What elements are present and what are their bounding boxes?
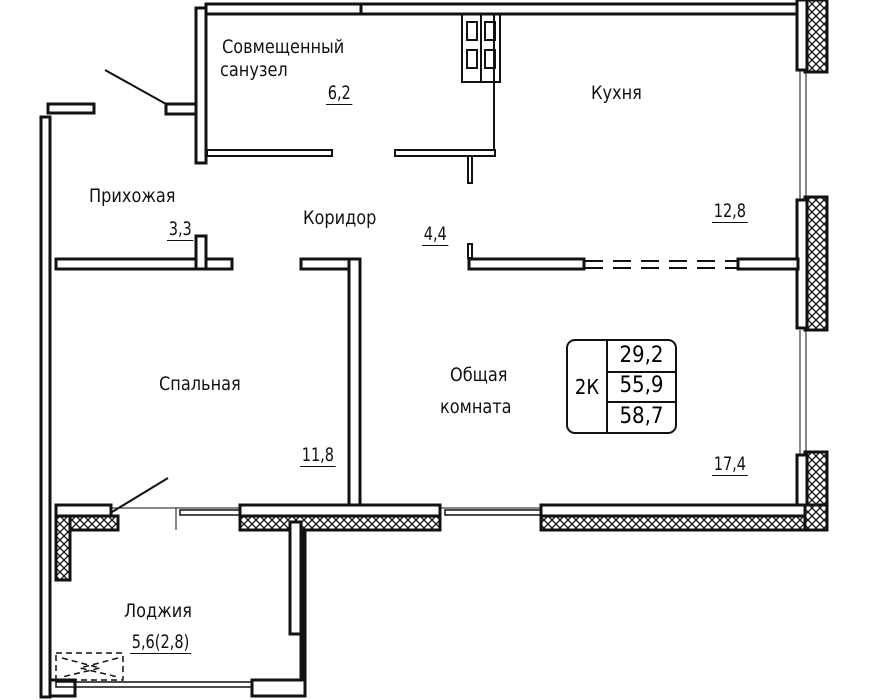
apartment-summary: 2К 29,2 55,9 58,7 (566, 339, 677, 434)
corridor-name: Коридор (303, 207, 377, 229)
bedroom-name: Спальная (159, 373, 241, 395)
kitchen-area: 12,8 (712, 200, 748, 223)
loggia-area: 5,6(2,8) (130, 631, 191, 654)
corridor-area: 4,4 (422, 223, 449, 246)
wall-bathroom (194, 6, 208, 165)
loggia-name: Лоджия (124, 600, 192, 622)
kitchen-name: Кухня (591, 82, 642, 104)
hallway-area: 3,3 (167, 218, 194, 241)
living-name-2: комната (440, 396, 512, 418)
hallway-name: Прихожая (89, 185, 176, 207)
wall-top (204, 2, 363, 16)
bathroom-name-2: санузел (220, 59, 288, 81)
bathroom-name: Совмещенный (222, 36, 345, 58)
bathroom-area: 6,2 (326, 82, 353, 105)
total-area: 55,9 (608, 371, 675, 403)
entrance-door (104, 69, 167, 105)
living-area-total: 29,2 (608, 341, 675, 373)
wall-bedroom-right (347, 257, 362, 508)
living-name: Общая (450, 364, 508, 386)
wall-left (39, 115, 52, 699)
apartment-type: 2К (568, 341, 608, 432)
bedroom-area: 11,8 (300, 444, 336, 467)
loggia-storage (55, 652, 124, 681)
living-area: 17,4 (712, 453, 748, 476)
total-area-with-loggia: 58,7 (619, 404, 664, 429)
